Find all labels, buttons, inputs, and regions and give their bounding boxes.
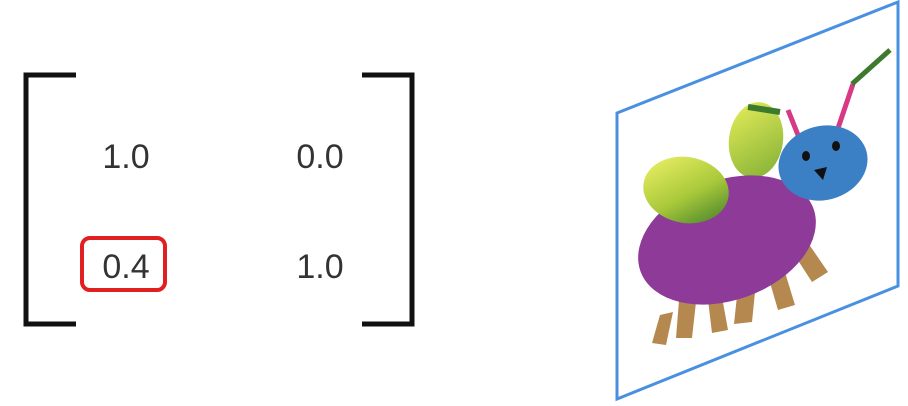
wing-bar [747, 104, 781, 115]
bug-leg [652, 312, 673, 345]
right-bracket [362, 72, 415, 327]
bug-wing [643, 156, 729, 224]
bug-eye [802, 151, 810, 161]
bug-head [778, 125, 868, 201]
bug-illustration [638, 48, 892, 345]
highlight-box [80, 236, 167, 292]
antenna-tip [850, 48, 892, 86]
bug-wing [728, 102, 784, 178]
matrix-cell-r1-c1: 1.0 [296, 248, 344, 286]
matrix-cell-r1-c0: 0.4 [102, 248, 150, 286]
matrix-cell-r0-c1: 0.0 [296, 138, 344, 176]
bug-leg [708, 297, 728, 333]
bug-eye [832, 141, 840, 151]
matrix-cell-r0-c0: 1.0 [102, 138, 150, 176]
bug-nose [814, 167, 827, 180]
left-bracket [23, 72, 76, 327]
